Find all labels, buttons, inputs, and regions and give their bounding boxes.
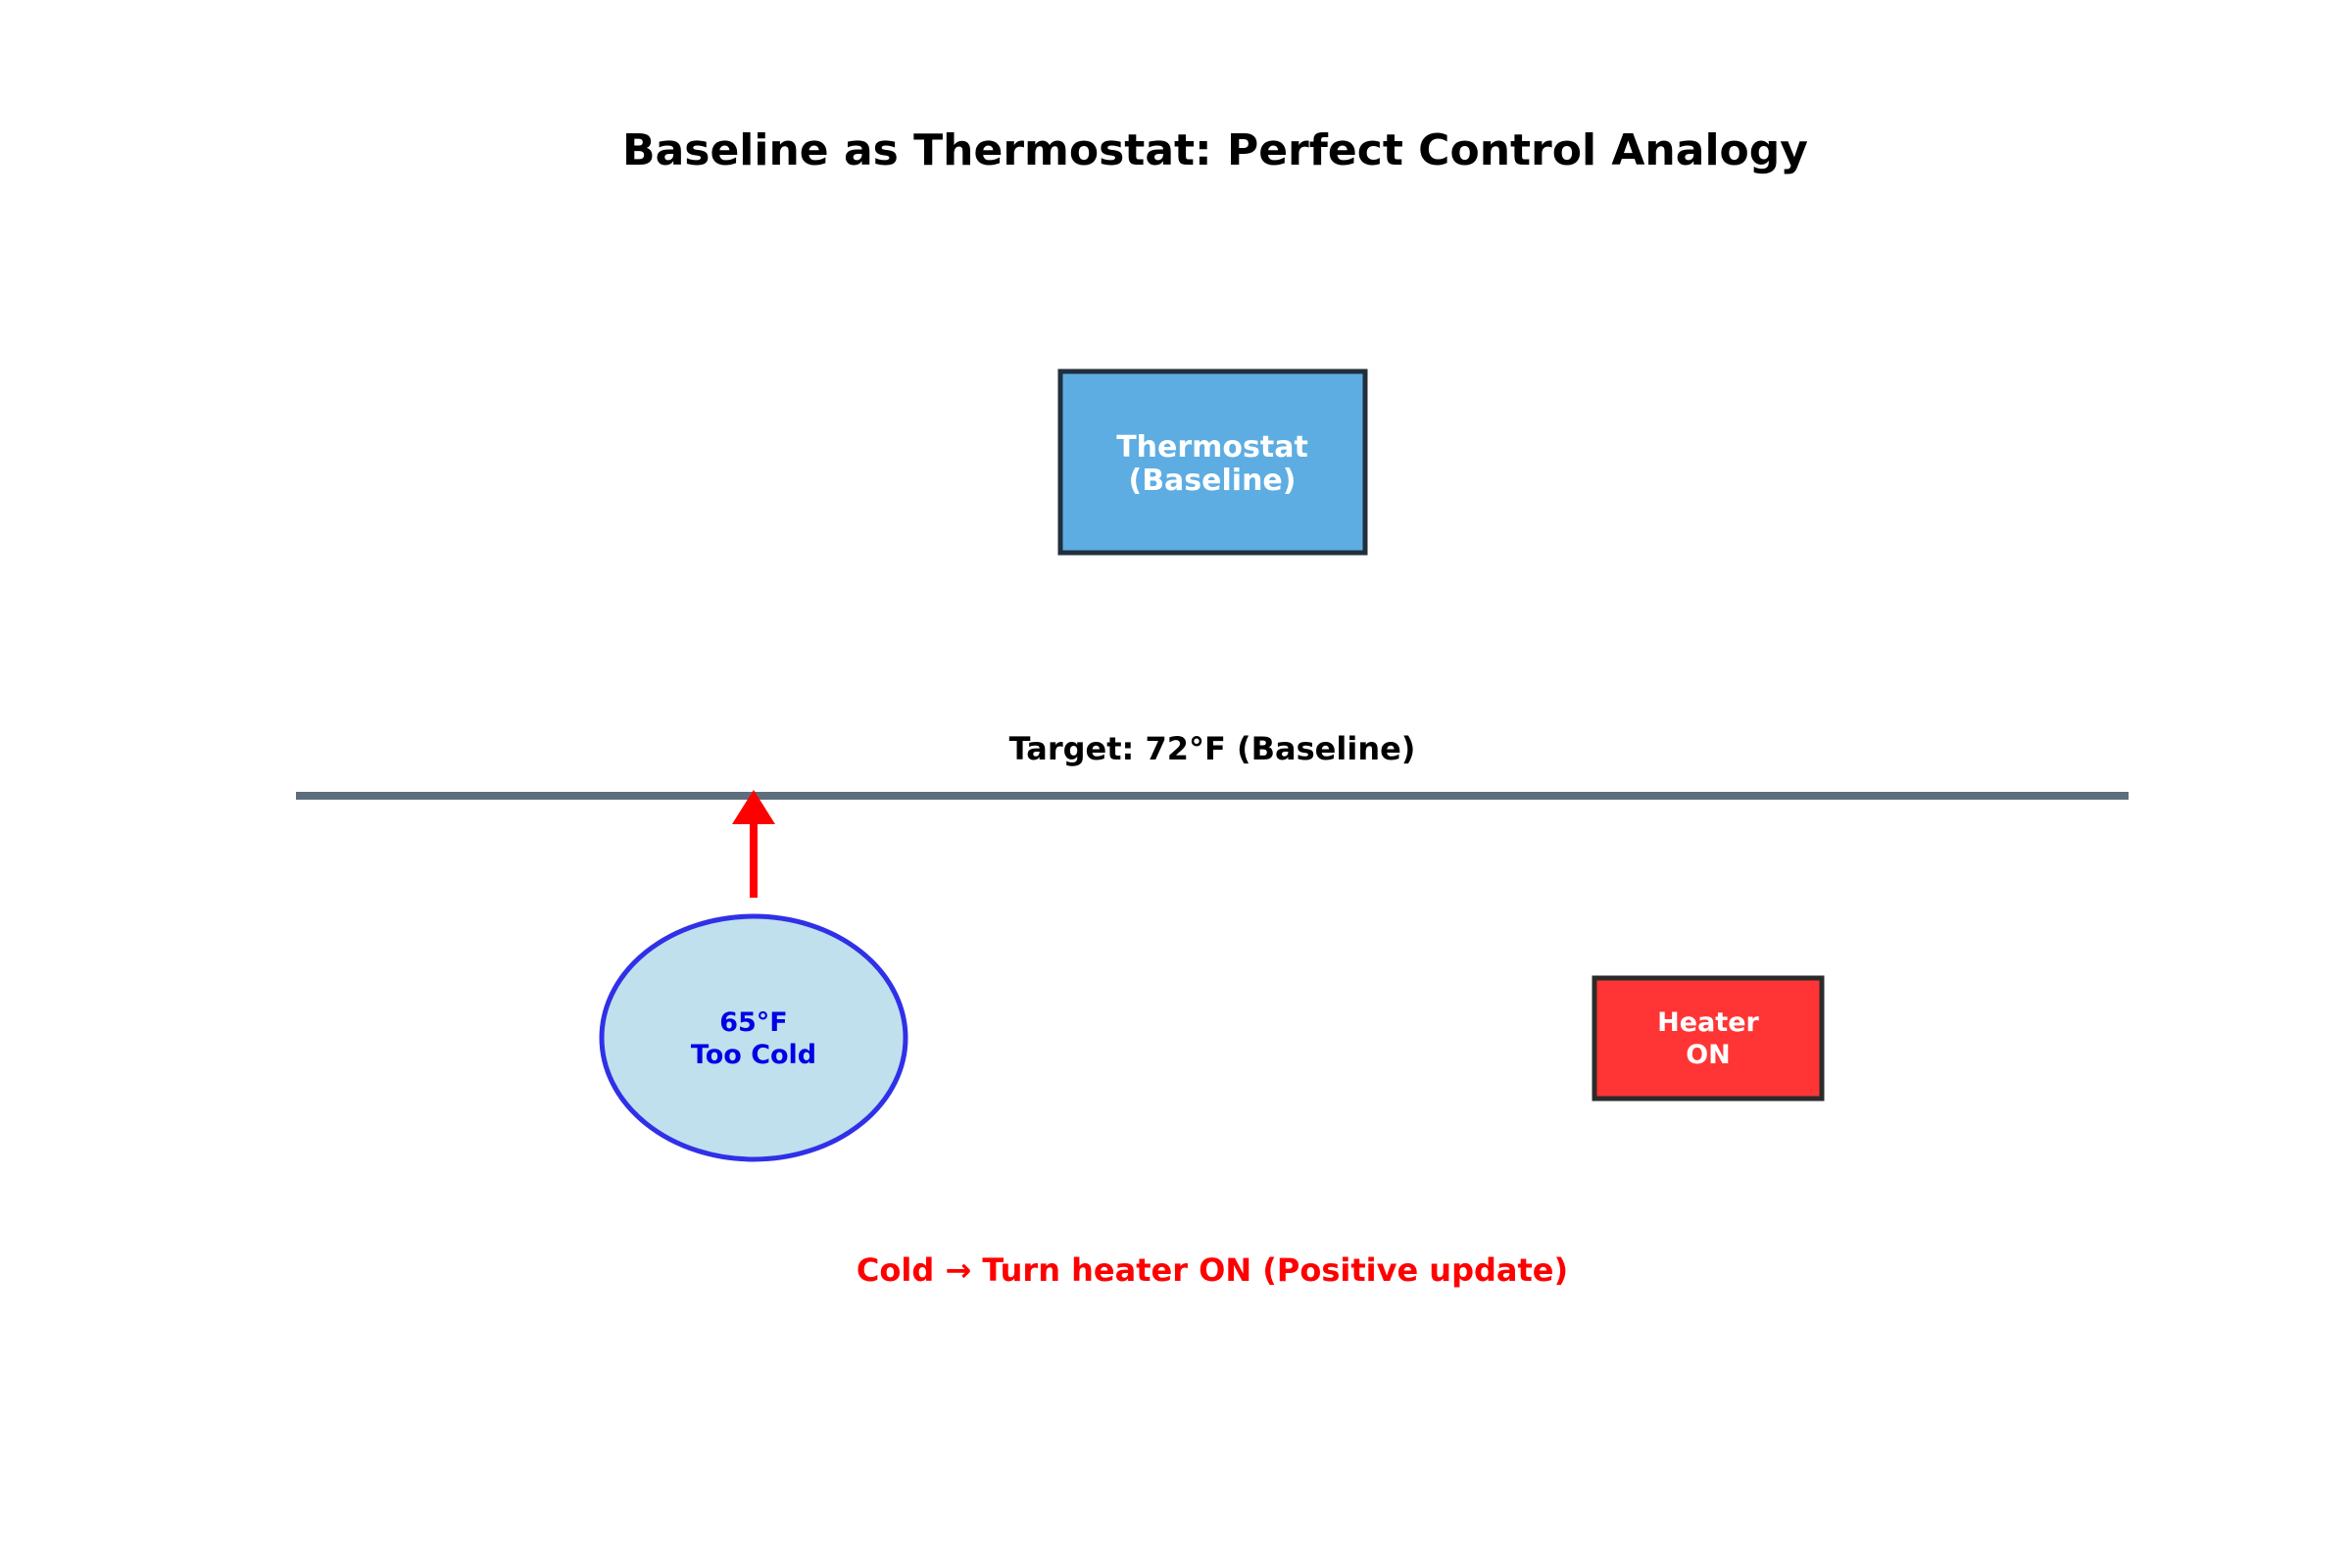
room-temperature-status: Too Cold: [691, 1040, 816, 1070]
room-temperature: 65°F Too Cold: [599, 913, 908, 1162]
thermostat-box: Thermostat (Baseline): [1057, 368, 1368, 556]
diagram-title: Baseline as Thermostat: Perfect Control …: [622, 125, 1808, 175]
heater-box: Heater ON: [1592, 975, 1825, 1102]
thermostat-label-line2: (Baseline): [1128, 464, 1296, 498]
thermostat-label-line1: Thermostat: [1116, 430, 1308, 465]
heater-rect: [1592, 975, 1825, 1102]
heater-label-line2: ON: [1686, 1040, 1731, 1070]
caption: Cold → Turn heater ON (Positive update): [857, 1251, 1568, 1289]
room-temperature-ellipse: [599, 913, 908, 1162]
room-temperature-value: 65°F: [719, 1007, 788, 1038]
up-arrow: [732, 790, 775, 898]
target-label: Target: 72°F (Baseline): [1009, 730, 1416, 767]
heater-label-line1: Heater: [1657, 1007, 1759, 1038]
up-arrow-head: [732, 790, 775, 824]
thermostat-rect: [1057, 368, 1368, 556]
